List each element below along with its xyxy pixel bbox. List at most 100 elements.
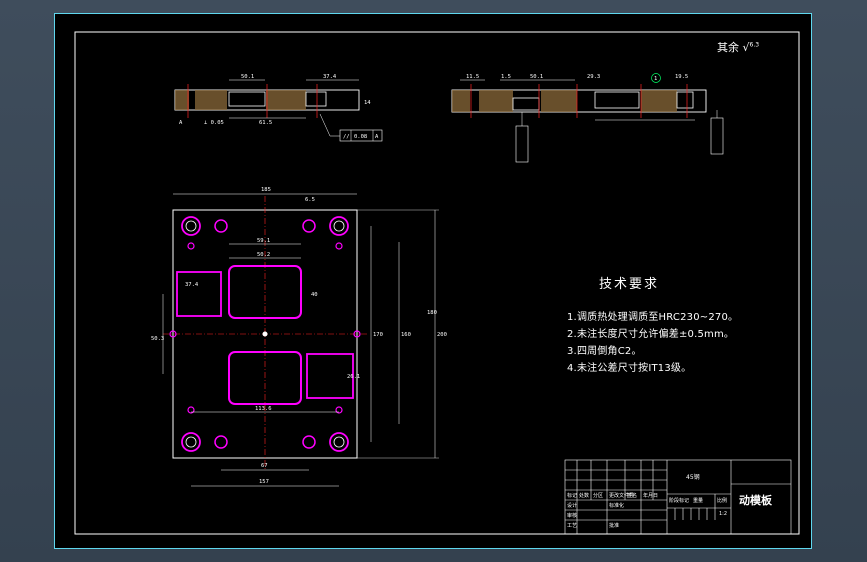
inner-border [74,31,800,535]
tolerance-value: 0.08 [354,134,367,140]
small-hole-4 [335,406,343,414]
title-row-doc: 更改文件号 [609,493,635,499]
plan-view: 185 6.5 59.1 50.2 37.4 40 50.3 26.1 113.… [151,187,447,487]
left-slot [176,271,222,317]
engineering-drawing: 50.1 37.4 61.5 14 // 0.08 A A ⊥ 0.05 [74,31,800,535]
dim-big-pitch: 157 [259,479,269,485]
tolerance-symbol: // [343,134,350,140]
right-slot [306,353,354,399]
dim-upper-pocket-width: 50.2 [257,252,270,258]
section2-pocket-a [512,97,540,111]
side-hole-left [169,330,177,338]
tolerance-datum: A [375,134,379,140]
roughness-symbol-icon: √ [742,41,750,54]
hole-bottom-right-inner [333,436,345,448]
section2-pocket-b [594,91,640,109]
hole-bottom-left-inner [185,436,197,448]
guide-holes [169,219,361,449]
section1-green-mark: ⊥ 0.05 [204,120,224,126]
title-label-design: 设计 [567,503,578,509]
balloon-number: 1 [654,76,657,82]
title-row-count: 处数 [579,493,590,499]
tech-note-3: 3.四周倒角C2。 [567,346,642,357]
title-material: 45钢 [686,474,700,481]
section2-dim-e: 19.5 [675,74,688,80]
guide-hole-2 [302,219,316,233]
guide-hole-4 [302,435,316,449]
dim-right-slot-height: 26.1 [347,374,360,380]
dim-top-gap: 6.5 [305,197,315,203]
corner-holes [181,216,349,452]
small-hole-3 [187,406,195,414]
dim-hole-pitch: 113.6 [255,406,272,412]
roughness-value: 6.3 [749,41,760,49]
tech-note-1: 1.调质热处理调质至HRC230~270。 [567,312,739,323]
hole-top-left-inner [185,220,197,232]
section2-slot [676,91,694,109]
dim-plan-height: 200 [437,332,447,338]
title-row-sign: 签名 [627,493,638,499]
small-hole-2 [335,242,343,250]
lower-pocket [228,351,302,405]
tech-note-2: 2.未注长度尺寸允许偏差±0.5mm。 [567,329,735,340]
dim-hole-y: 170 [373,332,383,338]
hole-top-right [329,216,349,236]
section1-hatch-b [266,90,306,110]
title-label-standard: 标准化 [609,503,625,509]
section2-hatch-c [541,90,577,112]
title-label-process: 工艺 [567,523,578,529]
roughness-label: 其余 [717,41,739,54]
dim-left-slot-width: 37.4 [185,282,199,288]
balloon-marker [651,73,661,83]
section1-slot [305,91,327,107]
title-block-outline [564,459,792,535]
hole-bottom-right [329,432,349,452]
center-point [262,331,268,337]
section1-pocket [228,91,266,107]
hole-top-left [181,216,201,236]
title-label-review: 审核 [567,513,578,519]
dim-pocket-pitch: 59.1 [257,238,270,244]
dim-left-slot-depth: 50.3 [151,336,164,342]
roughness-note: 其余 √6.3 [717,39,759,55]
tolerance-leader [319,113,340,137]
section-view-right: 11.5 1.5 50.1 29.3 19.5 1 [451,73,724,163]
title-label-approve: 批准 [609,523,620,529]
tech-requirements-title: 技术要求 [599,277,660,292]
section2-dim-b: 1.5 [501,74,511,80]
title-scale-label: 比例 [717,498,728,504]
guide-hole-1 [214,219,228,233]
title-weight-label: 重量 [693,498,704,504]
section2-dim-d: 29.3 [587,74,600,80]
dim-left-slot-height: 40 [311,292,318,298]
hole-bottom-left [181,432,201,452]
section2-dim-a: 11.5 [466,74,479,80]
tolerance-frame [339,129,383,142]
upper-pocket [228,265,302,319]
title-scale: 1:2 [719,511,728,517]
section1-dim-c: 61.5 [259,120,272,126]
title-block [564,459,792,535]
title-part-name: 动模板 [739,494,772,507]
dim-plan-width: 185 [261,187,271,193]
hole-top-right-inner [333,220,345,232]
dim-overall-right: 180 [427,310,437,316]
section2-dim-c: 50.1 [530,74,543,80]
dim-y-small: 160 [401,332,411,338]
tech-note-4: 4.未注公差尺寸按IT13级。 [567,363,692,374]
title-row-date: 年月日 [643,493,659,499]
dim-guide-pitch: 67 [261,463,268,469]
section-view-left: 50.1 37.4 61.5 14 // 0.08 A A ⊥ 0.05 [174,74,383,142]
title-row-zone: 分区 [593,493,604,499]
datum-frame-b [710,117,724,155]
title-row-mark: 标记 [567,493,578,499]
section1-label: A [179,120,183,126]
guide-hole-3 [214,435,228,449]
drawing-sheet: 50.1 37.4 61.5 14 // 0.08 A A ⊥ 0.05 [54,13,812,549]
section1-dim-b: 37.4 [323,74,337,80]
section1-dim-d: 14 [364,100,371,106]
section2-hatch-d [641,90,677,112]
title-stage-label: 阶段标记 [669,498,690,504]
section2-hatch-b [479,90,513,112]
section2-hatch-a [452,90,470,112]
